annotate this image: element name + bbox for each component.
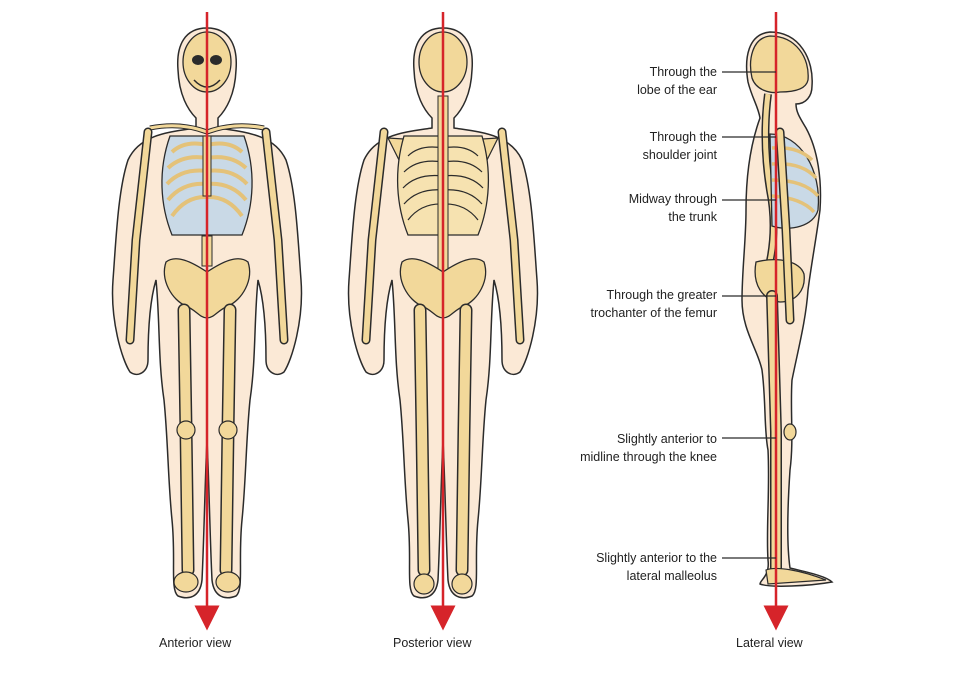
posterior-heel-left [413,573,435,595]
annotation-trunk: Midway through the trunk [517,190,717,226]
annotation-ear-line-1: Through the [649,65,717,79]
anterior-figure [111,12,303,631]
annotation-ear-line-2: lobe of the ear [637,83,717,97]
posterior-arm-bones [361,127,525,345]
lateral-arm-bones [775,127,795,325]
posterior-figure [347,12,539,631]
anterior-view-label: Anterior view [159,636,232,650]
annotation-leaders [722,71,776,559]
anterior-foot-left [173,571,199,593]
annotation-shoulder-line-2: shoulder joint [642,148,717,162]
anterior-foot-right [215,571,241,593]
annotation-knee-line-1: Slightly anterior to [616,432,717,446]
posterior-leg-bones [413,303,473,577]
lateral-skull [749,35,809,94]
posterior-heel-right [451,573,473,595]
anterior-kneecap-left [176,420,196,440]
annotation-shoulder: Through the shoulder joint [517,128,717,164]
annotation-malleolus-line-1: Slightly anterior to the [596,551,717,565]
annotation-trochanter: Through the greater trochanter of the fe… [517,286,717,322]
anterior-kneecap-right [218,420,238,440]
annotation-trunk-line-2: the trunk [668,210,717,224]
lateral-figure [722,12,834,631]
annotation-shoulder-line-1: Through the [649,130,717,144]
lateral-view-label: Lateral view [736,636,803,650]
annotation-trochanter-line-1: Through the greater [606,288,718,302]
lateral-kneecap [783,423,797,441]
annotation-trunk-line-1: Midway through [628,192,717,206]
annotation-malleolus-line-2: lateral malleolus [626,569,717,583]
lateral-foot [765,567,827,585]
anterior-arm-bones [125,127,289,345]
anterior-eye-socket-left [192,55,204,65]
annotation-knee-line-2: midline through the knee [580,450,717,464]
annotation-ear: Through the lobe of the ear [517,63,717,99]
annotation-trochanter-line-2: trochanter of the femur [590,306,717,320]
annotation-knee: Slightly anterior to midline through the… [517,430,717,466]
annotation-malleolus: Slightly anterior to the lateral malleol… [517,549,717,585]
posterior-view-label: Posterior view [393,636,472,650]
anterior-eye-socket-right [210,55,222,65]
